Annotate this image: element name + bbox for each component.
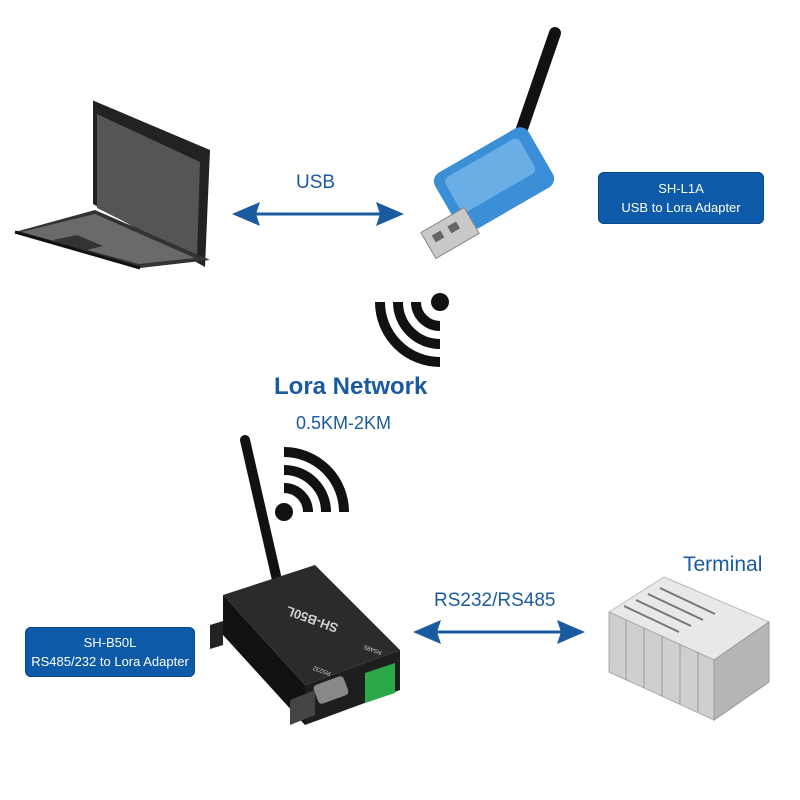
serial-link-label: RS232/RS485 — [434, 590, 556, 611]
wireless-signal-icon — [375, 293, 449, 367]
laptop-icon — [14, 100, 210, 270]
usb-adapter-badge: SH-L1A USB to Lora Adapter — [598, 172, 764, 224]
serial-lora-adapter-image — [210, 435, 400, 725]
usb-lora-adapter-image — [420, 27, 561, 260]
network-range: 0.5KM-2KM — [296, 413, 392, 433]
serial-adapter-badge: SH-B50L RS485/232 to Lora Adapter — [25, 627, 195, 677]
usb-link-label: USB — [296, 172, 336, 193]
usb-adapter-model: SH-L1A — [658, 181, 704, 196]
terminal-device-image — [607, 576, 771, 721]
serial-adapter-model: SH-B50L — [83, 635, 137, 650]
network-title: Lora Network — [274, 373, 428, 400]
serial-link-arrow — [413, 620, 585, 644]
wireless-signal-icon — [275, 447, 349, 521]
terminal-label: Terminal — [683, 553, 763, 576]
usb-link-arrow — [232, 202, 404, 226]
usb-adapter-description: USB to Lora Adapter — [621, 200, 741, 215]
serial-adapter-description: RS485/232 to Lora Adapter — [31, 654, 189, 669]
